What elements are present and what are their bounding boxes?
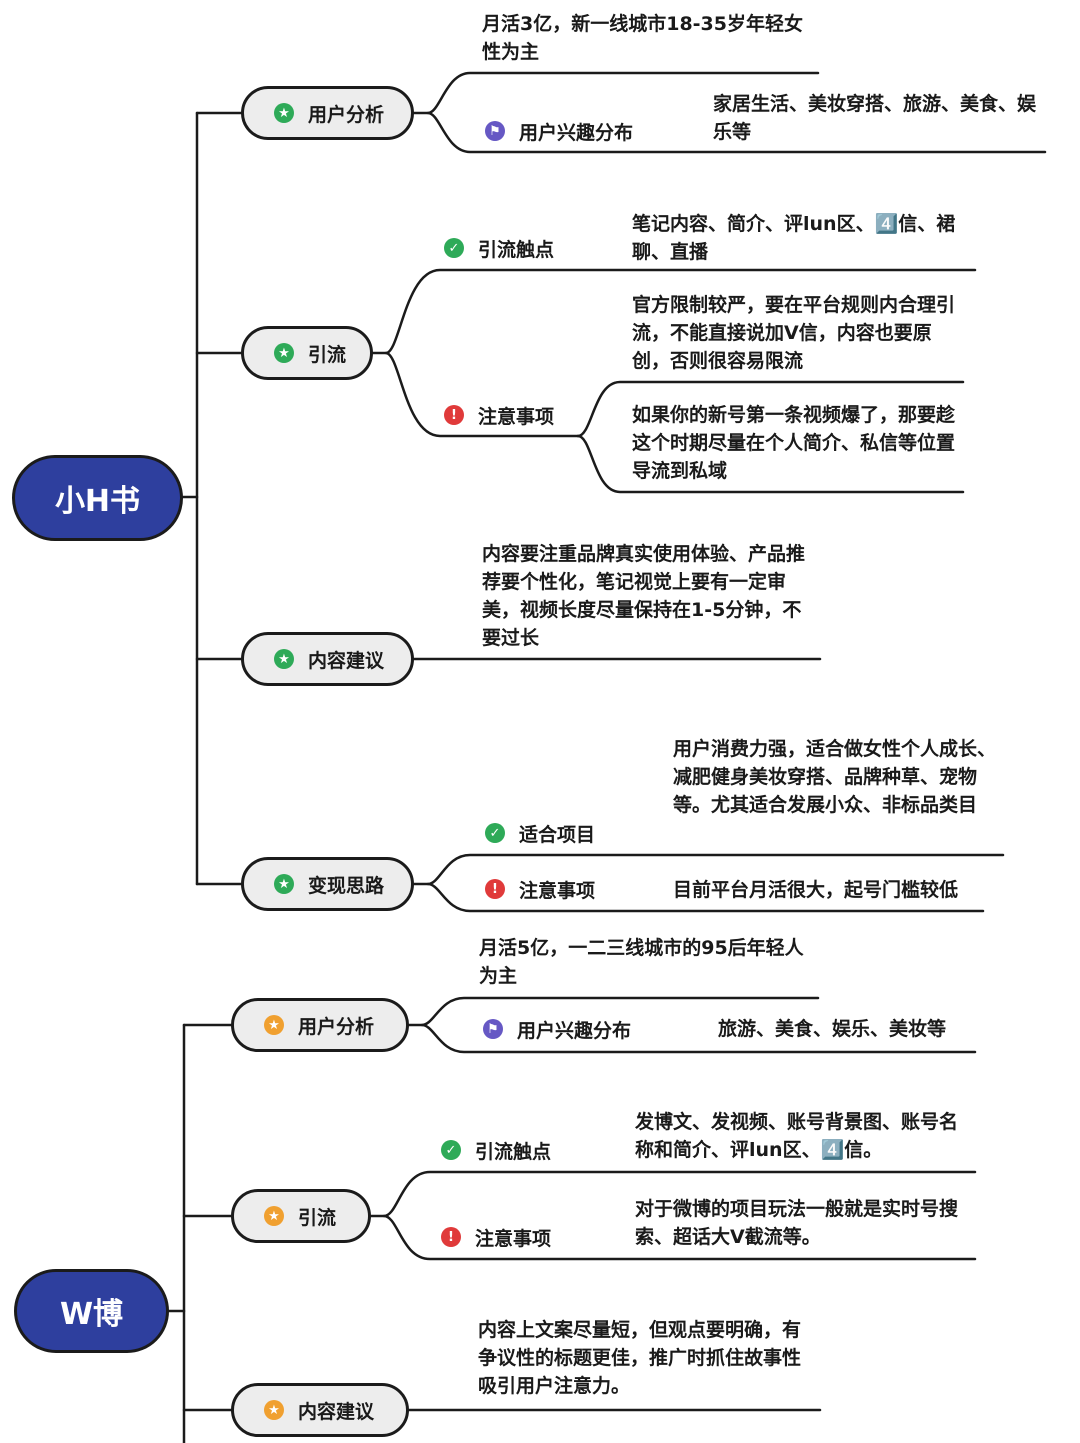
monetize-notes-text: 目前平台月活很大，起号门槛较低 [673,879,959,901]
node-label: 引流 [298,1206,337,1229]
label-fit: ✓ 适合项目 [485,820,595,846]
touchpoints-text: 笔记内容、简介、评lun区、4️⃣信、裙聊、直播 [632,213,956,263]
label-touchpoints-2: ✓ 引流触点 [441,1137,551,1163]
interest-text: 家居生活、美妆穿搭、旅游、美食、娱乐等 [713,93,1037,143]
label-notes-2: ! 注意事项 [441,1224,551,1250]
warning-icon: ! [444,405,464,425]
node-monetize[interactable]: ★ 变现思路 [241,857,414,911]
label-interest: ⚑ 用户兴趣分布 [485,118,633,144]
node-label: 变现思路 [308,874,385,897]
fit-text: 用户消费力强，适合做女性个人成长、减肥健身美妆穿搭、品牌种草、宠物等。尤其适合发… [673,738,997,816]
star-icon: ★ [264,1400,284,1420]
node-label: 用户分析 [308,103,385,126]
user-summary-text-2: 月活5亿，一二三线城市的95后年轻人为主 [479,937,804,987]
label-notes: ! 注意事项 [444,402,554,428]
star-icon: ★ [264,1206,284,1226]
check-icon: ✓ [485,823,505,843]
node-traffic-2[interactable]: ★ 引流 [231,1189,371,1243]
user-summary-text: 月活3亿，新一线城市18-35岁年轻女性为主 [482,13,803,63]
label-monetize-notes: ! 注意事项 [485,876,595,902]
root-label: 小H书 [54,484,141,519]
warning-icon: ! [485,879,505,899]
node-user-analysis[interactable]: ★ 用户分析 [241,86,414,140]
node-label: 用户分析 [298,1015,375,1038]
node-label: 引流 [308,343,347,366]
content-text-2: 内容上文案尽量短，但观点要明确，有争议性的标题更佳，推广时抓住故事性吸引用户注意… [478,1319,802,1397]
node-label: 内容建议 [308,649,385,672]
flag-icon: ⚑ [485,121,505,141]
root-node-xiaohongshu[interactable]: 小H书 [12,455,183,541]
notes-text-2: 如果你的新号第一条视频爆了，那要趁这个时期尽量在个人简介、私信等位置导流到私域 [632,404,956,482]
root-label: W博 [59,1297,124,1332]
node-traffic[interactable]: ★ 引流 [241,326,373,380]
touchpoints-text-2: 发博文、发视频、账号背景图、账号名称和简介、评lun区、4️⃣信。 [635,1111,959,1161]
star-icon: ★ [274,649,294,669]
warning-icon: ! [441,1227,461,1247]
node-content[interactable]: ★ 内容建议 [241,632,414,686]
star-icon: ★ [274,874,294,894]
label-touchpoints: ✓ 引流触点 [444,235,554,261]
star-icon: ★ [274,343,294,363]
check-icon: ✓ [444,238,464,258]
notes-text-2b: 对于微博的项目玩法一般就是实时号搜索、超话大V截流等。 [635,1198,959,1248]
interest-text-2: 旅游、美食、娱乐、美妆等 [718,1018,947,1040]
star-icon: ★ [264,1015,284,1035]
flag-icon: ⚑ [483,1019,503,1039]
check-icon: ✓ [441,1140,461,1160]
content-text: 内容要注重品牌真实使用体验、产品推荐要个性化，笔记视觉上要有一定审美，视频长度尽… [482,543,806,649]
node-label: 内容建议 [298,1400,375,1423]
root-node-weibo[interactable]: W博 [14,1269,169,1353]
notes-text-1: 官方限制较严，要在平台规则内合理引流，不能直接说加V信，内容也要原创，否则很容易… [632,294,956,372]
node-content-2[interactable]: ★ 内容建议 [231,1383,409,1437]
label-interest-2: ⚑ 用户兴趣分布 [483,1016,631,1042]
star-icon: ★ [274,103,294,123]
node-user-analysis-2[interactable]: ★ 用户分析 [231,998,409,1052]
